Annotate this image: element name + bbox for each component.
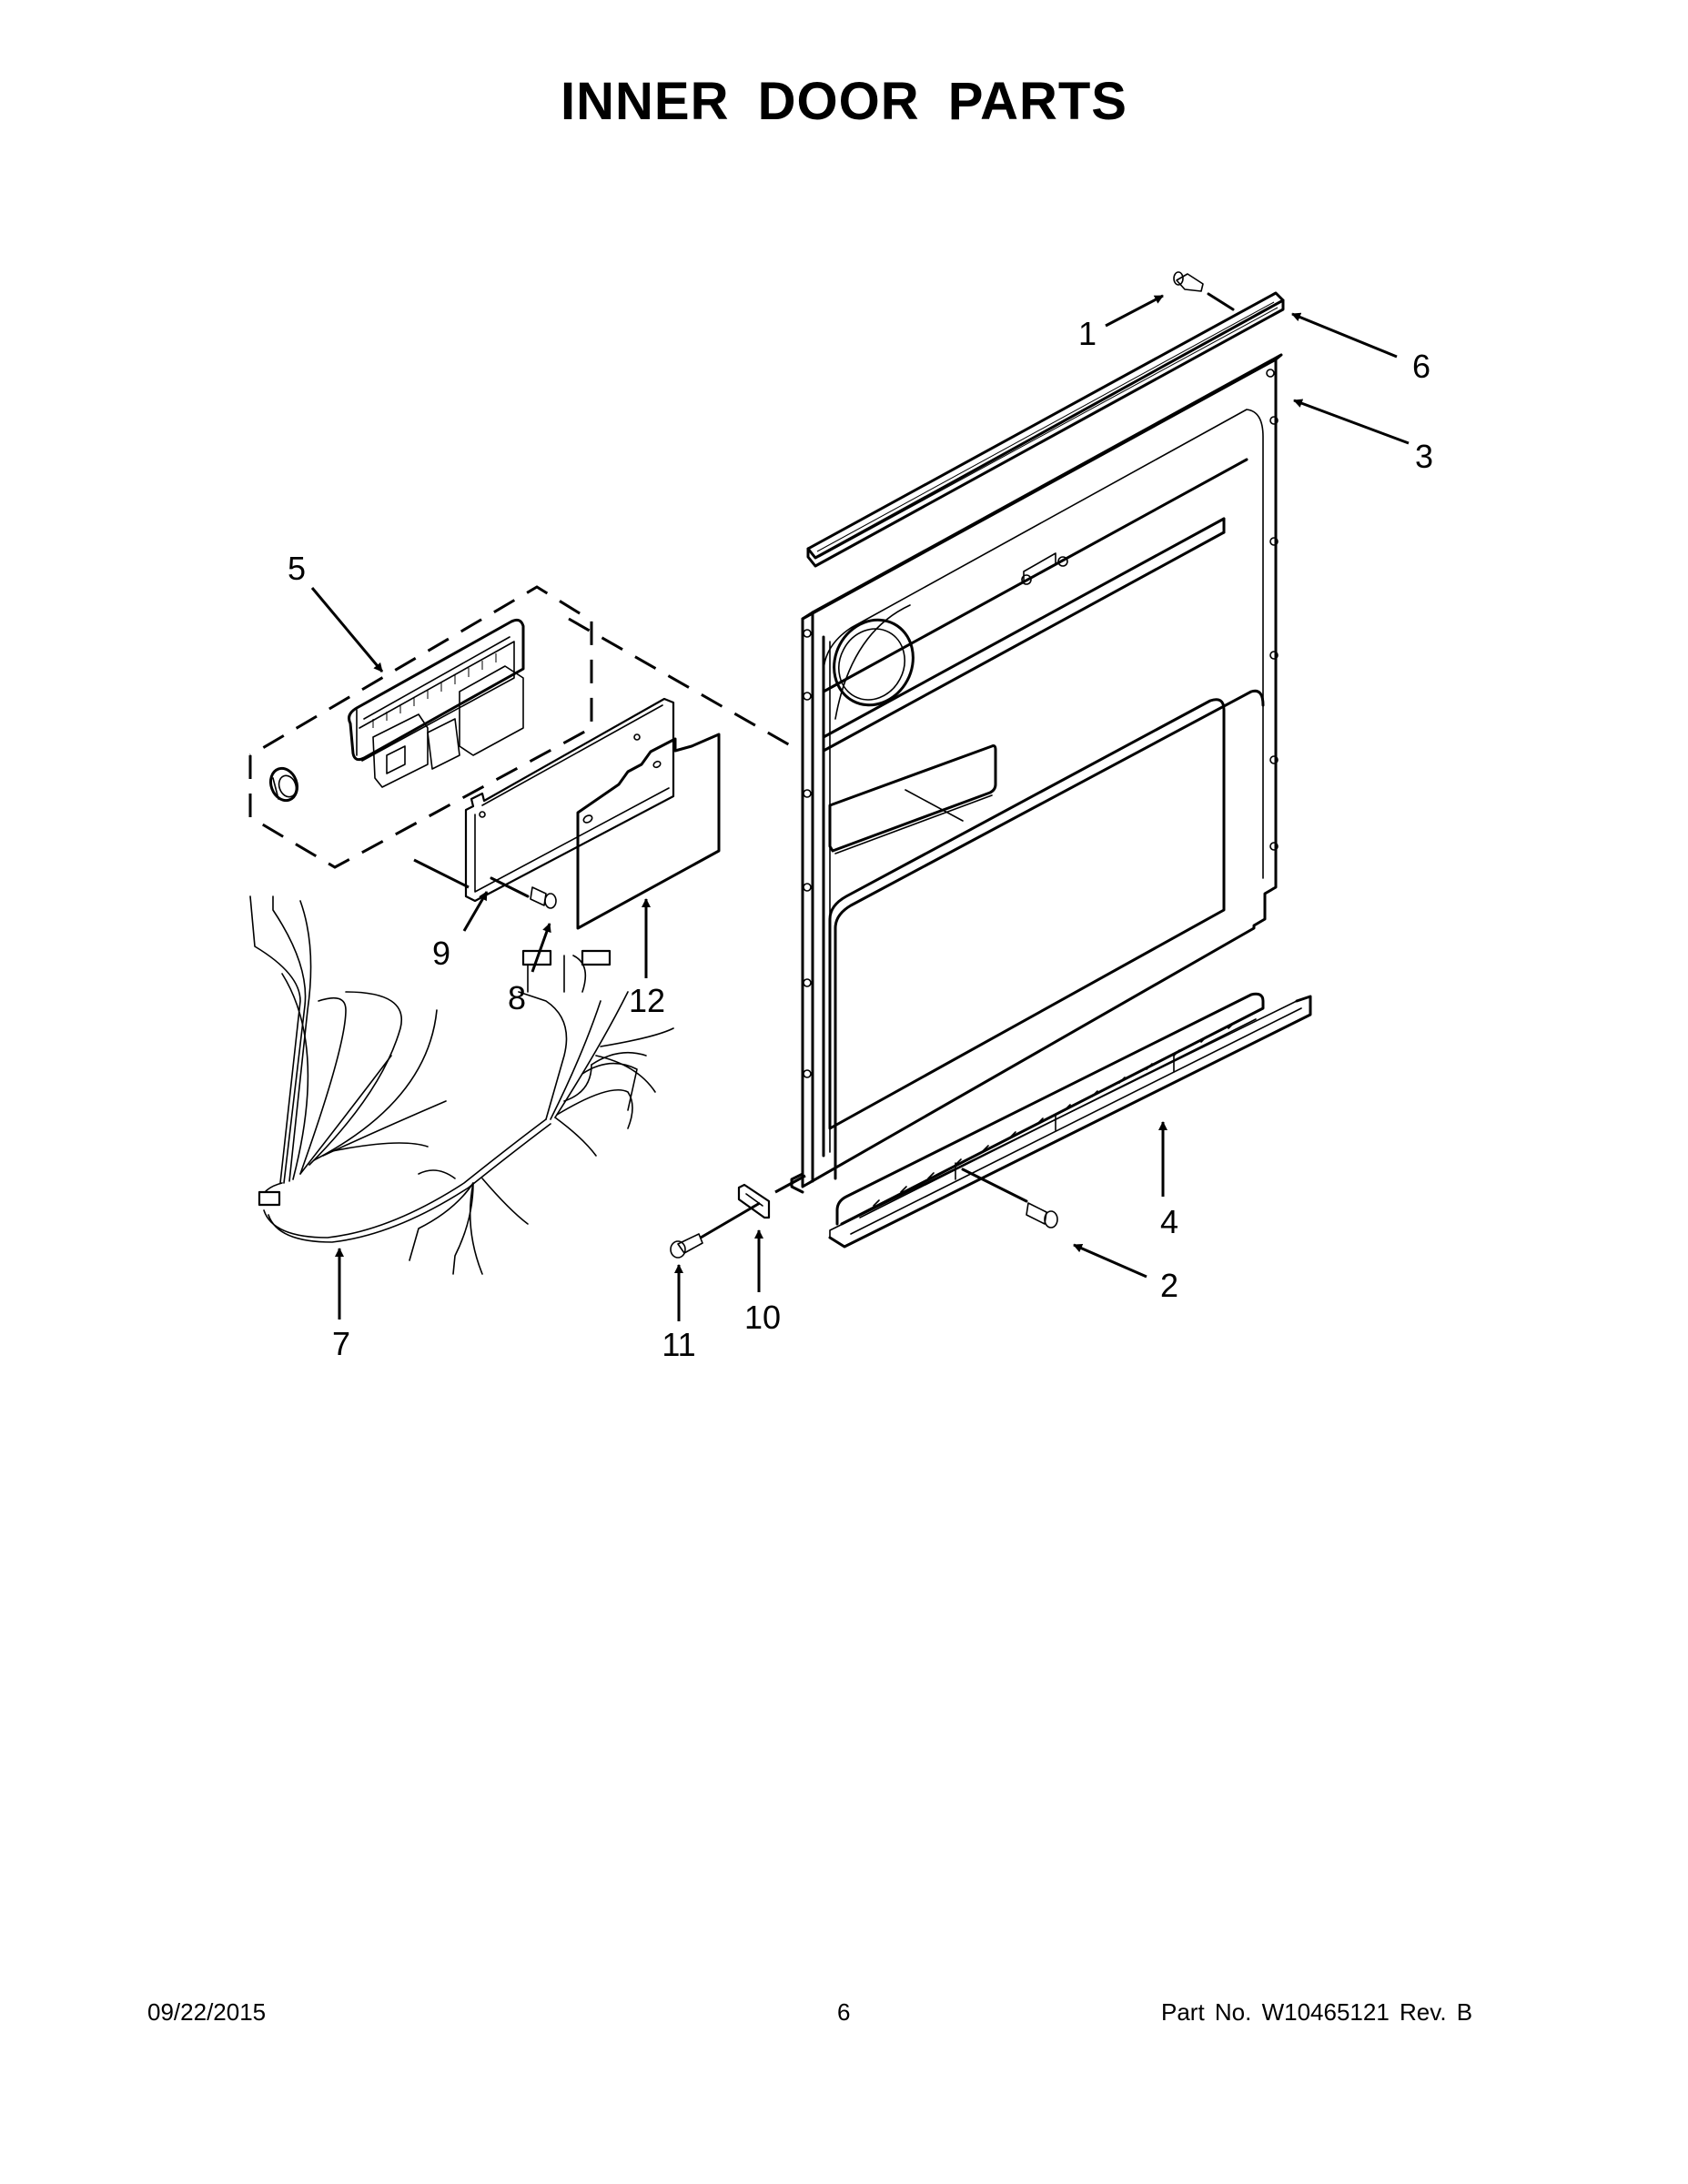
- footer-part-number: Part No. W10465121 Rev. B: [1161, 1998, 1473, 2026]
- callout-1: 1: [1077, 315, 1097, 352]
- inner-door-panel-drawing: [790, 353, 1283, 1194]
- page-title: INNER DOOR PARTS: [561, 72, 1127, 131]
- callout-7: 7: [331, 1325, 351, 1362]
- callout-4: 4: [1159, 1203, 1179, 1240]
- footer-date: 09/22/2015: [147, 1998, 267, 2026]
- strike-screw-drawing: [670, 1233, 703, 1259]
- footer-page-number: 6: [837, 1998, 851, 2026]
- callout-11: 11: [662, 1326, 696, 1363]
- wiring-harness-drawing: [249, 895, 674, 1275]
- bottom-screw-drawing: [961, 1168, 1058, 1228]
- callout-2: 2: [1159, 1267, 1179, 1304]
- callout-12: 12: [628, 982, 666, 1019]
- callout-9: 9: [431, 935, 451, 972]
- bottom-door-trim-drawing: [828, 992, 1312, 1249]
- callout-arrows: [310, 294, 1410, 1321]
- strike-plate-drawing: [700, 1174, 806, 1239]
- callout-8: 8: [507, 979, 527, 1016]
- callout-3: 3: [1414, 438, 1434, 475]
- insulation-cover-drawing: [576, 733, 721, 930]
- callout-5: 5: [287, 550, 307, 587]
- callout-10: 10: [743, 1299, 782, 1336]
- top-door-trim-drawing: [806, 291, 1285, 568]
- control-board-bracket-drawing: [413, 697, 675, 903]
- control-board-screw-drawing: [490, 876, 557, 909]
- top-screw-drawing: [1173, 271, 1235, 311]
- callout-6: 6: [1411, 348, 1431, 385]
- control-assembly-drawing: [248, 585, 793, 869]
